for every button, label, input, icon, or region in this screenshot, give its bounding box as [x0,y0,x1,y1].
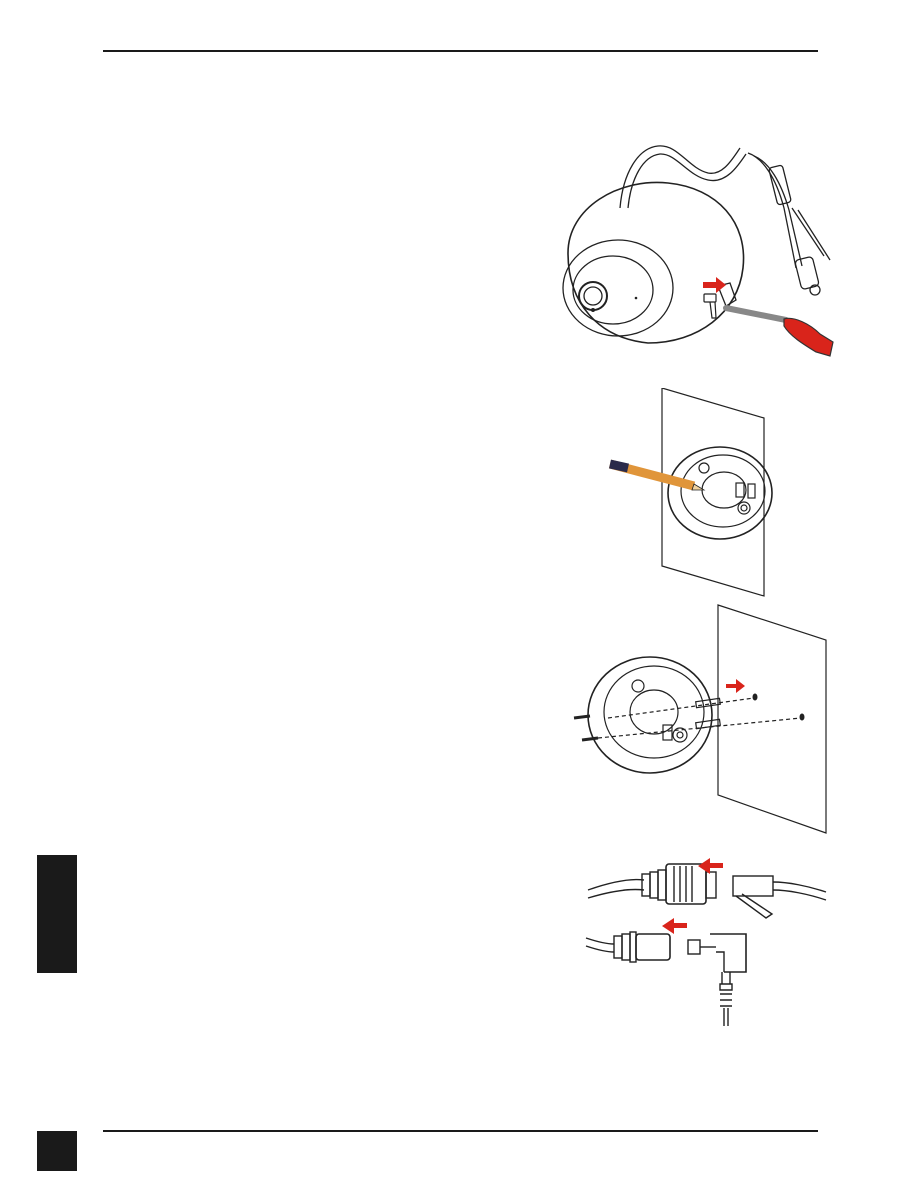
direction-arrow-icon [726,679,745,693]
language-side-tab [37,855,77,973]
header-rule [103,50,818,52]
page-number-block [37,1131,77,1171]
wall-plane [662,388,764,596]
camera-screwdriver-figure [548,138,838,370]
direction-arrow-icon [703,277,726,293]
mark-holes-figure [598,388,778,598]
footer-rule [103,1130,818,1132]
direction-arrow-icon [662,918,687,934]
screwdriver-icon [784,318,833,356]
cable-connection-figure [578,848,828,1028]
wall-plane [718,605,826,833]
mount-base-figure [568,600,838,835]
